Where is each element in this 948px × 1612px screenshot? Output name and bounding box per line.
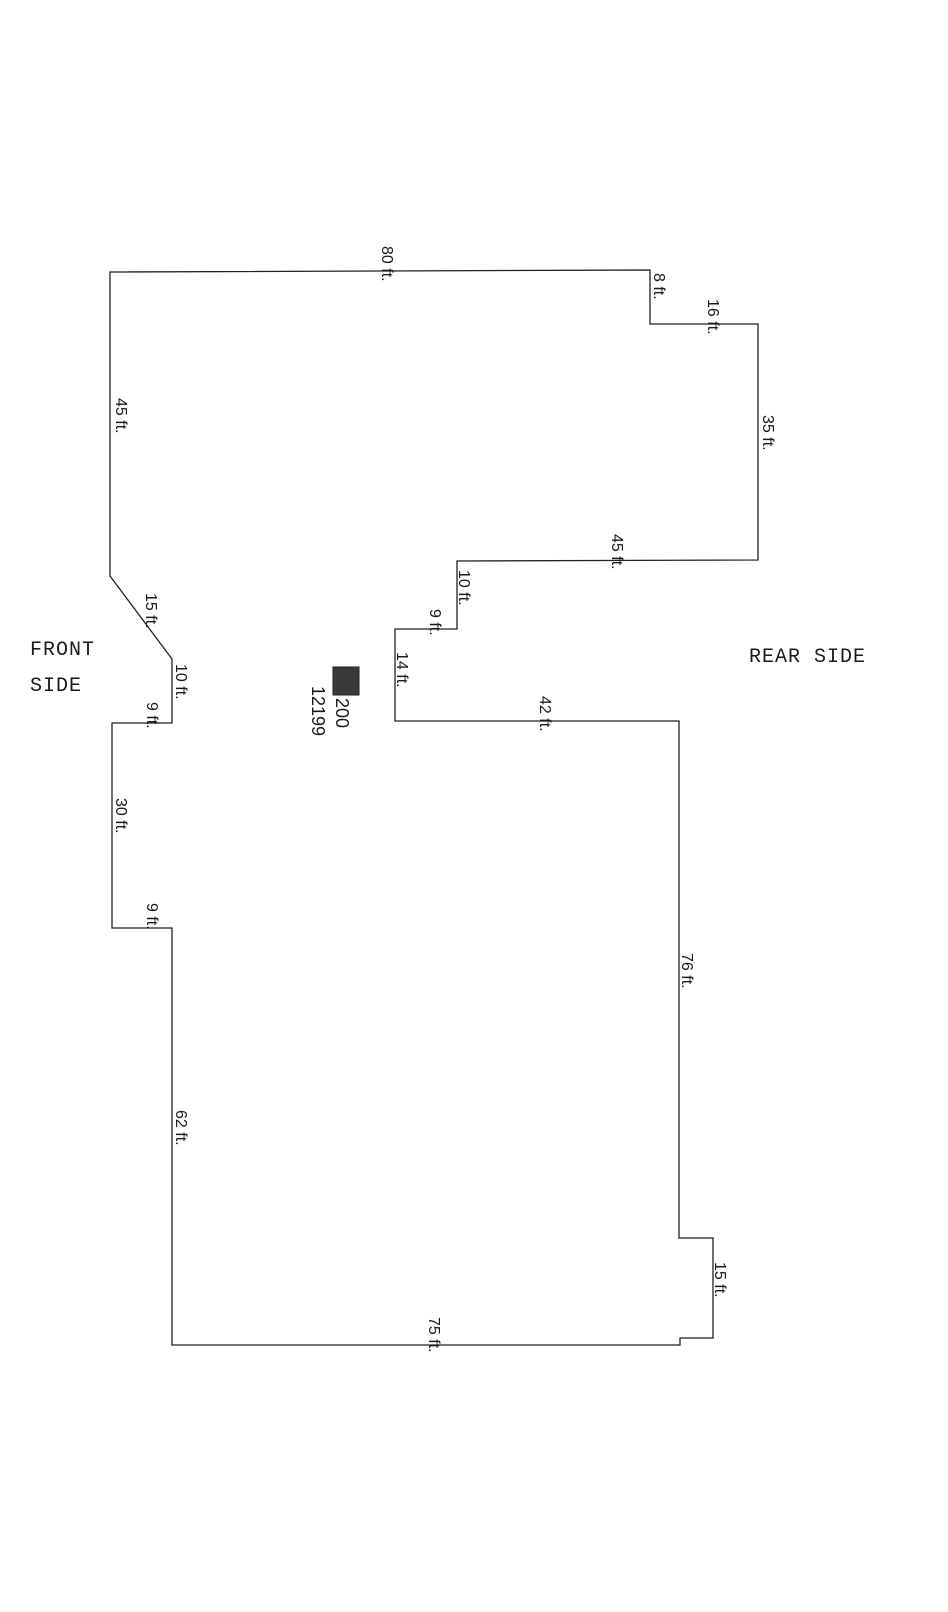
dimension-notch-9: 9 ft. bbox=[426, 609, 443, 636]
dimension-step-16: 16 ft. bbox=[704, 299, 721, 335]
dimension-notch-14: 14 ft. bbox=[393, 652, 410, 688]
dimension-corner-15: 15 ft. bbox=[711, 1262, 728, 1298]
dimension-top-80: 80 ft. bbox=[378, 246, 395, 282]
dimension-left-62: 62 ft. bbox=[172, 1110, 189, 1146]
front-side-label-line1: FRONT bbox=[30, 639, 95, 662]
dimension-left-10: 10 ft. bbox=[172, 664, 189, 700]
rear-side-label: REAR SIDE bbox=[749, 646, 866, 669]
marker-id: 12199 bbox=[308, 686, 328, 736]
dimension-notch-45: 45 ft. bbox=[608, 534, 625, 570]
dimension-mid-42: 42 ft. bbox=[536, 696, 553, 732]
location-marker-square bbox=[332, 666, 360, 696]
dimension-left-9-upper: 9 ft. bbox=[143, 702, 160, 729]
dimension-bottom-75: 75 ft. bbox=[425, 1317, 442, 1353]
dimension-notch-10: 10 ft. bbox=[455, 570, 472, 606]
dimension-right-35: 35 ft. bbox=[759, 415, 776, 451]
front-side-label-line2: SIDE bbox=[30, 675, 82, 698]
dimension-diagonal-15: 15 ft. bbox=[142, 593, 159, 629]
dimension-left-30: 30 ft. bbox=[112, 798, 129, 834]
building-outline bbox=[109, 269, 759, 1346]
marker-number: 200 bbox=[332, 698, 352, 728]
dimension-left-45: 45 ft. bbox=[112, 398, 129, 434]
dimension-right-76: 76 ft. bbox=[678, 953, 695, 989]
dimension-step-8: 8 ft. bbox=[650, 273, 667, 300]
dimension-left-9-lower: 9 ft. bbox=[143, 903, 160, 930]
